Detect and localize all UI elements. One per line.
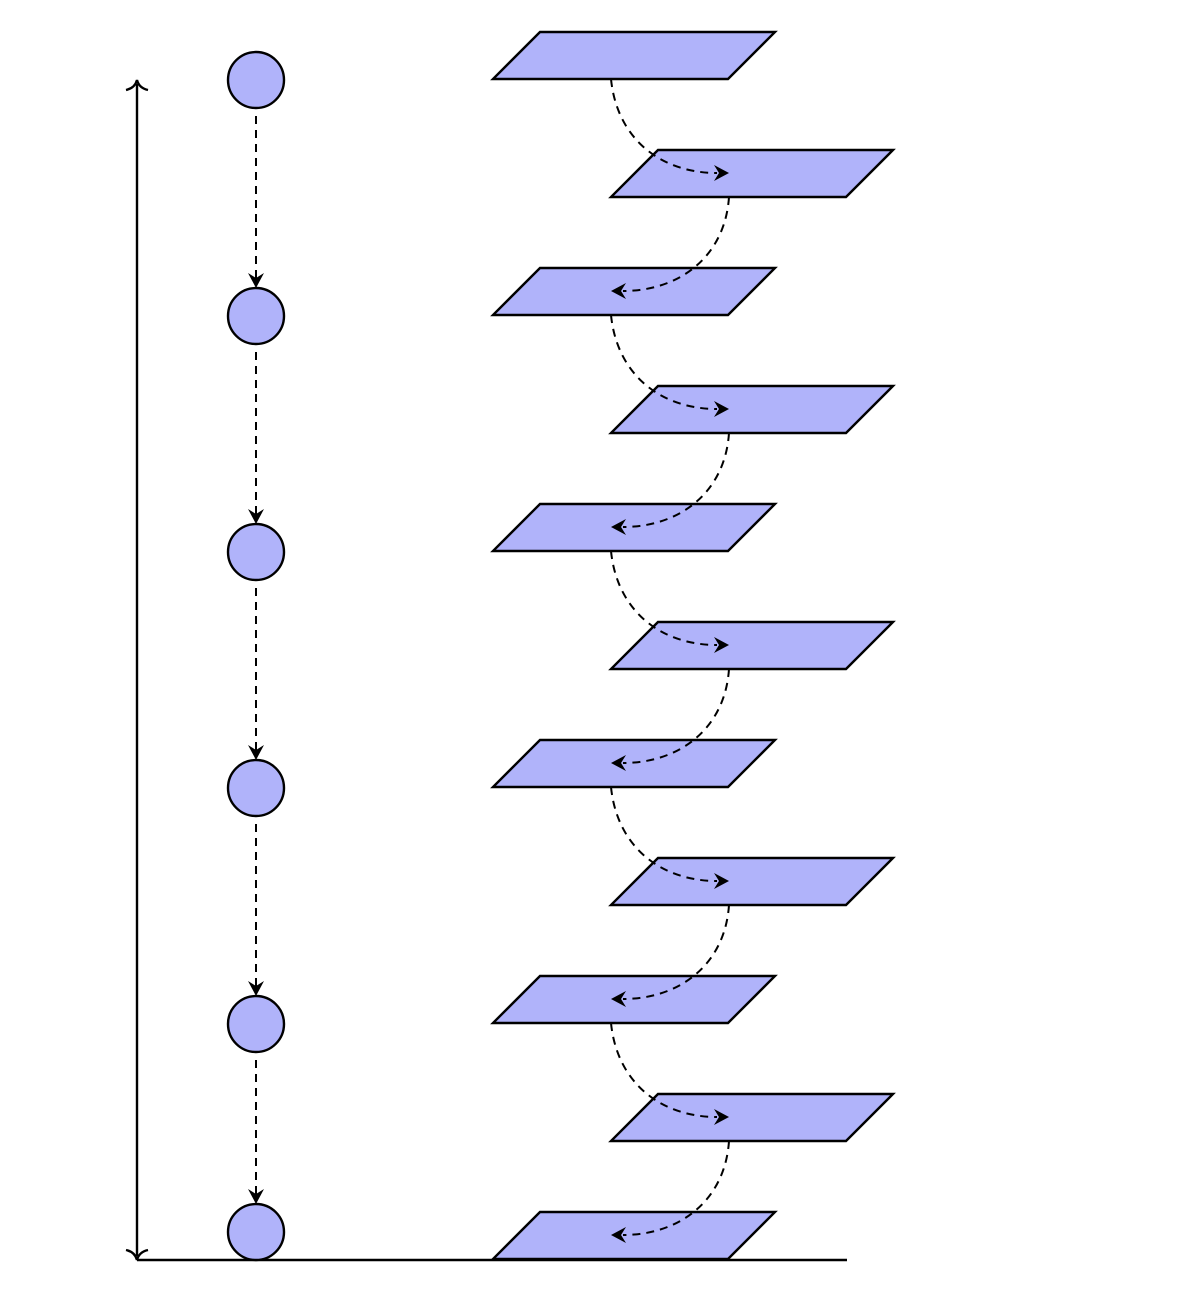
plane-parallelogram xyxy=(608,148,896,199)
node-circle xyxy=(226,994,286,1054)
plane-parallelogram xyxy=(490,30,778,81)
plane-arrow-curve xyxy=(622,432,730,528)
time-axis-top-arrowhead xyxy=(125,79,149,92)
node-column xyxy=(226,50,286,1262)
node-arrow-head xyxy=(248,509,264,524)
plane-arrow-curve xyxy=(622,196,730,292)
node-arrow-head xyxy=(248,981,264,996)
plane-arrow-curve xyxy=(622,1140,730,1236)
plane-stack xyxy=(490,30,896,1261)
plane-arrow-curve xyxy=(622,904,730,1000)
node-circle xyxy=(226,50,286,110)
plane-arrow-head xyxy=(714,637,729,653)
plane-arrow-head xyxy=(714,401,729,417)
plane-parallelogram xyxy=(608,856,896,907)
plane-arrow-head xyxy=(611,283,626,299)
plane-parallelogram xyxy=(608,620,896,671)
node-arrow-head xyxy=(248,1189,264,1204)
plane-arrow-curve xyxy=(622,668,730,764)
plane-arrow-curve xyxy=(610,78,718,174)
node-circle xyxy=(226,1202,286,1262)
node-arrow-head xyxy=(248,273,264,288)
plane-arrow-group xyxy=(610,78,730,1243)
plane-parallelogram xyxy=(608,384,896,435)
plane-arrow-head xyxy=(714,873,729,889)
node-circle xyxy=(226,522,286,582)
plane-arrow-curve xyxy=(610,314,718,410)
node-circle xyxy=(226,758,286,818)
plane-arrow-head xyxy=(714,165,729,181)
node-arrow-head xyxy=(248,745,264,760)
plane-arrow-head xyxy=(714,1109,729,1125)
plane-arrow-curve xyxy=(610,1022,718,1118)
plane-arrow-head xyxy=(611,1227,626,1243)
plane-arrow-head xyxy=(611,755,626,771)
plane-arrow-head xyxy=(611,991,626,1007)
plane-parallelogram xyxy=(608,1092,896,1143)
node-circle xyxy=(226,286,286,346)
plane-arrow-curve xyxy=(610,786,718,882)
plane-arrow-curve xyxy=(610,550,718,646)
plane-arrow-head xyxy=(611,519,626,535)
